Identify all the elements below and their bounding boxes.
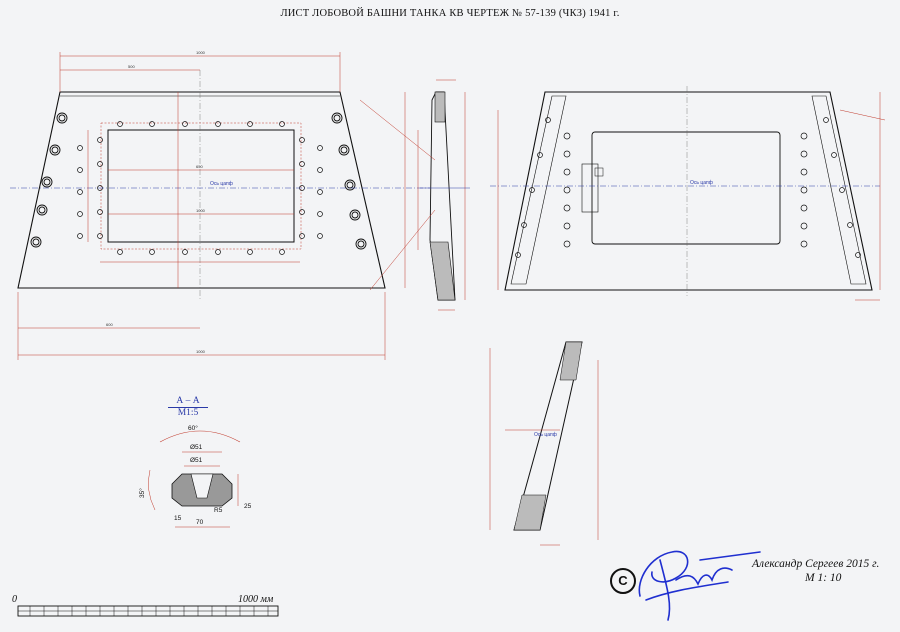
front-view: 1000 500 600 1000 650 1000 Ось цапф	[10, 50, 430, 360]
svg-text:1000: 1000	[196, 349, 206, 354]
section-dim-r: R5	[214, 507, 223, 514]
section-dim-70: 70	[196, 519, 204, 526]
axis-label-rear: Ось цапф	[690, 180, 713, 186]
copyright-icon: C	[610, 568, 636, 594]
signature	[638, 550, 761, 621]
drawing-title: ЛИСТ ЛОБОВОЙ БАШНИ ТАНКА КВ ЧЕРТЕЖ № 57-…	[280, 8, 620, 19]
section-diam-lower: Ø51	[190, 457, 203, 464]
section-dim-25: 25	[244, 503, 252, 510]
section-a-a: 60° Ø51 Ø51 35° 15 70 25 R5	[138, 424, 252, 528]
side-view	[359, 79, 470, 311]
rear-view: Ось цапф	[490, 86, 886, 301]
svg-text:500: 500	[128, 64, 135, 69]
svg-text:1000: 1000	[196, 208, 206, 213]
scalebar-start-label: 0	[12, 594, 17, 605]
axis-label-front: Ось цапф	[210, 181, 233, 187]
scale-bar	[17, 605, 279, 617]
svg-text:1000: 1000	[196, 50, 206, 55]
svg-text:650: 650	[196, 164, 203, 169]
section-diam-upper: Ø51	[190, 444, 203, 451]
section-name: А – А	[168, 396, 208, 408]
section-dim-15: 15	[174, 515, 182, 522]
scalebar-end-label: 1000 мм	[238, 594, 274, 605]
section-label: А – А М1:5	[168, 396, 208, 419]
lower-section-view: Ось цапф	[489, 341, 599, 546]
section-angle-left: 35°	[138, 488, 146, 498]
author-label: Александр Сергеев 2015 г.	[752, 558, 880, 570]
section-angle-top: 60°	[188, 424, 198, 432]
section-scale: М1:5	[177, 408, 199, 418]
axis-label-section: Ось цапф	[534, 432, 557, 438]
svg-text:600: 600	[106, 322, 113, 327]
scale-label: М 1: 10	[805, 572, 842, 584]
